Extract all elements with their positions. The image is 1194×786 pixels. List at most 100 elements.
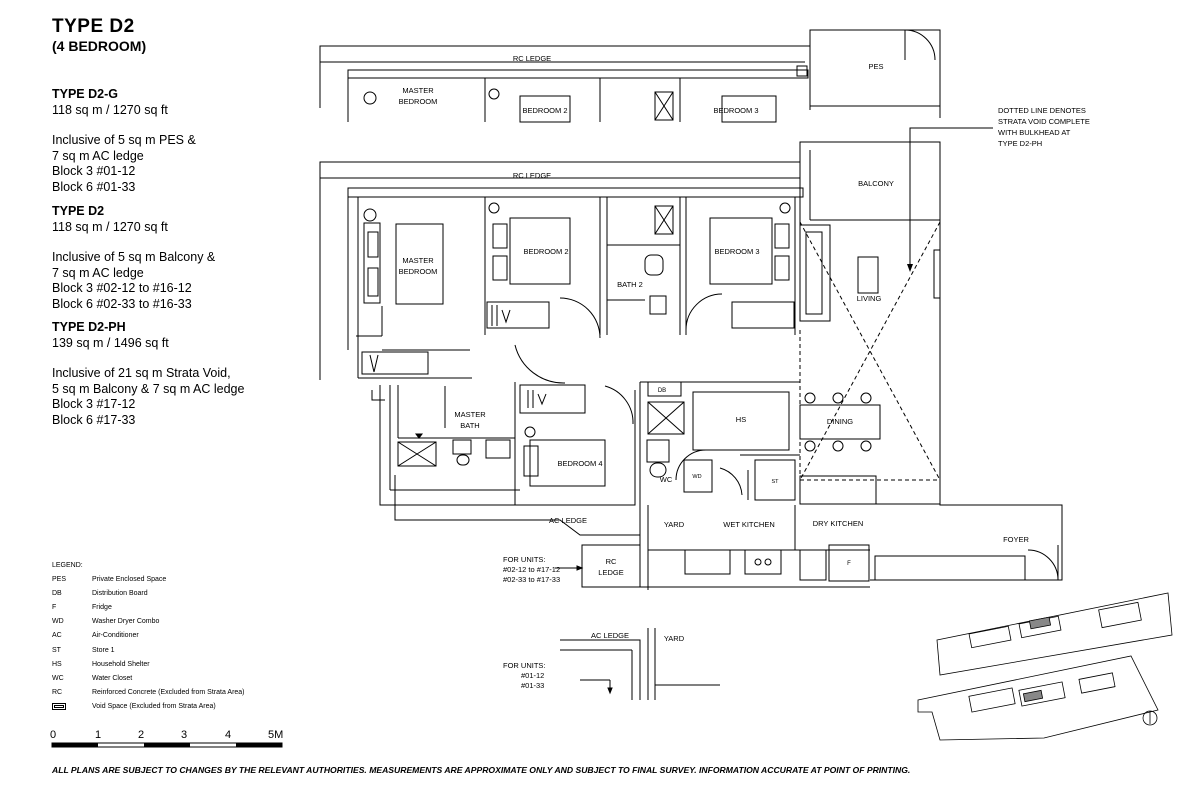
room-label-dry-kitchen: DRY KITCHEN xyxy=(813,519,864,528)
legend-desc: Water Closet xyxy=(92,674,133,682)
unit-type-line: Inclusive of 21 sq m Strata Void, xyxy=(52,366,231,380)
unit-type-name: TYPE D2-G xyxy=(52,87,118,101)
legend-desc: Store 1 xyxy=(92,646,115,654)
main-floor-plan xyxy=(319,141,1063,590)
for-units-line: #02-12 to #17-12 xyxy=(503,565,561,574)
unit-type-line: 7 sq m AC ledge xyxy=(52,265,144,280)
legend-desc: Household Shelter xyxy=(92,660,150,668)
note-leader-line xyxy=(909,127,993,268)
room-label-foyer: FOYER xyxy=(1003,535,1029,544)
page-subtitle: (4 BEDROOM) xyxy=(52,38,147,54)
room-label-fridge: F xyxy=(847,561,851,567)
unit-type-area: 118 sq m / 1270 sq ft xyxy=(52,219,168,234)
room-label-master-bedroom-top-1: MASTER xyxy=(402,86,434,95)
room-label-living: LIVING xyxy=(857,294,882,303)
room-label-master-bedroom-2: BEDROOM xyxy=(399,267,438,276)
room-label-master-bedroom-1: MASTER xyxy=(402,256,434,265)
room-label-ac-ledge-ground: AC LEDGE xyxy=(591,631,629,640)
unit-type-area: 118 sq m / 1270 sq ft xyxy=(52,102,168,117)
scale-tick-label: 1 xyxy=(95,729,102,741)
strata-void-note: DOTTED LINE DENOTES STRATA VOID COMPLETE… xyxy=(998,105,1090,149)
unit-type-line: 7 sq m AC ledge xyxy=(52,148,144,163)
room-label-ledge: LEDGE xyxy=(598,568,623,577)
legend-code: ST xyxy=(52,646,61,654)
legend-row: DB Distribution Board xyxy=(52,587,245,601)
disclaimer-footnote: ALL PLANS ARE SUBJECT TO CHANGES BY THE … xyxy=(52,765,911,775)
note-line: STRATA VOID COMPLETE xyxy=(998,117,1090,126)
unit-type-name: TYPE D2-PH xyxy=(52,320,126,334)
legend-row: WD Washer Dryer Combo xyxy=(52,615,245,629)
legend-heading: LEGEND: xyxy=(52,562,83,569)
unit-type-d2ph: TYPE D2-PH 139 sq m / 1496 sq ft Inclusi… xyxy=(52,320,244,428)
for-units-line: FOR UNITS: xyxy=(503,555,546,564)
legend-row: WC Water Closet xyxy=(52,672,245,686)
unit-type-line: Block 3 #17-12 xyxy=(52,397,136,411)
legend-row: ST Store 1 xyxy=(52,644,245,658)
room-label-rc-ledge-top: RC LEDGE xyxy=(513,54,551,63)
legend-code: F xyxy=(52,604,57,612)
note-line: DOTTED LINE DENOTES xyxy=(998,106,1086,115)
room-label-master-bath-1: MASTER xyxy=(454,410,486,419)
room-label-rc: RC xyxy=(606,557,617,566)
for-units-line: FOR UNITS: xyxy=(503,661,546,670)
room-label-bedroom3-top: BEDROOM 3 xyxy=(713,106,758,115)
room-label-bedroom3: BEDROOM 3 xyxy=(714,247,759,256)
legend-code: AC xyxy=(52,632,62,640)
legend-code: HS xyxy=(52,660,62,668)
legend-code: WC xyxy=(52,674,64,682)
unit-type-line: 5 sq m Balcony & 7 sq m AC ledge xyxy=(52,381,245,396)
unit-type-d2: TYPE D2 118 sq m / 1270 sq ft Inclusive … xyxy=(52,204,215,312)
room-label-wet-kitchen: WET KITCHEN xyxy=(723,520,775,529)
legend-row: F Fridge xyxy=(52,601,245,615)
legend-code: DB xyxy=(52,590,62,598)
scale-tick-label: 4 xyxy=(225,729,232,741)
unit-type-line: Block 3 #02-12 to #16-12 xyxy=(52,281,192,295)
legend-row: RC Reinforced Concrete (Excluded from Str… xyxy=(52,686,245,700)
room-label-wc: WC xyxy=(660,475,673,484)
for-units-note-ground: FOR UNITS: #01-12 #01-33 xyxy=(503,661,546,691)
unit-type-line: Block 6 #02-33 to #16-33 xyxy=(52,296,192,311)
for-units-line: #01-12 xyxy=(521,671,545,680)
for-units-line: #01-33 xyxy=(521,681,545,690)
note-line: TYPE D2-PH xyxy=(998,139,1043,148)
room-label-master-bedroom-top-2: BEDROOM xyxy=(399,97,438,106)
for-units-line: #02-33 to #17-33 xyxy=(503,575,561,584)
scale-tick-label: 2 xyxy=(138,729,145,741)
legend-desc: Washer Dryer Combo xyxy=(92,618,160,626)
legend-row: Void Space (Excluded from Strata Area) xyxy=(52,700,245,714)
room-label-db: DB xyxy=(658,388,666,394)
room-label-dining: DINING xyxy=(827,417,853,426)
legend-desc: Reinforced Concrete (Excluded from Strat… xyxy=(92,688,245,696)
room-label-bath2: BATH 2 xyxy=(617,280,643,289)
unit-type-line: Block 6 #17-33 xyxy=(52,412,136,427)
room-label-yard-ground: YARD xyxy=(664,634,685,643)
legend-desc: Private Enclosed Space xyxy=(92,576,167,584)
scale-tick-label: 0 xyxy=(50,729,57,741)
site-key-plan xyxy=(917,592,1173,741)
legend-desc: Distribution Board xyxy=(92,590,148,598)
scale-tick-label: 5M xyxy=(268,729,284,741)
legend-desc: Fridge xyxy=(92,604,112,612)
legend-row: AC Air-Conditioner xyxy=(52,629,245,643)
room-label-master-bath-2: BATH xyxy=(460,421,479,430)
room-label-hs: HS xyxy=(736,415,746,424)
room-label-balcony: BALCONY xyxy=(858,179,894,188)
legend-code: WD xyxy=(52,618,64,626)
room-label-rc-ledge: RC LEDGE xyxy=(513,171,551,180)
unit-type-line: Inclusive of 5 sq m PES & xyxy=(52,133,196,147)
legend-code: RC xyxy=(52,688,63,696)
unit-type-name: TYPE D2 xyxy=(52,204,105,218)
room-label-wd: WD xyxy=(692,474,701,480)
page-title: TYPE D2 xyxy=(52,16,135,37)
for-units-note-main: FOR UNITS: #02-12 to #17-12 #02-33 to #1… xyxy=(503,555,560,585)
ground-floor-partial-plan xyxy=(319,29,941,123)
room-label-pes: PES xyxy=(868,62,883,71)
unit-type-line: Inclusive of 5 sq m Balcony & xyxy=(52,250,216,264)
room-label-bedroom2: BEDROOM 2 xyxy=(523,247,568,256)
legend-desc: Air-Conditioner xyxy=(92,632,139,640)
unit-type-line: Block 6 #01-33 xyxy=(52,179,136,194)
legend-desc: Void Space (Excluded from Strata Area) xyxy=(92,702,216,710)
